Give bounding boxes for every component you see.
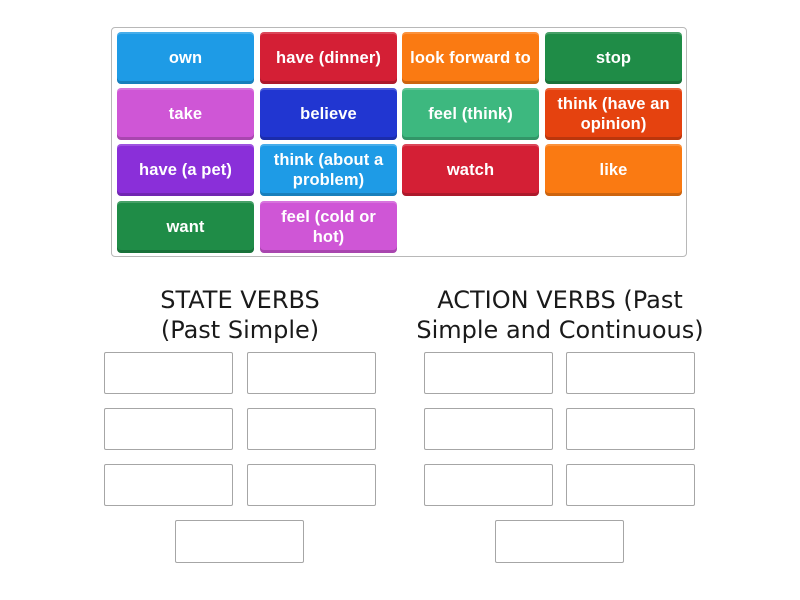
- group-title-line2: (Past Simple): [160, 316, 320, 344]
- tile-think-about-a-problem[interactable]: think (about a problem): [260, 144, 397, 196]
- group-title-action-verbs: ACTION VERBS (Past Simple and Continuous…: [405, 285, 715, 345]
- drop-slot-state-7[interactable]: [175, 520, 304, 563]
- tile-have-a-pet[interactable]: have (a pet): [117, 144, 254, 196]
- tile-believe[interactable]: believe: [260, 88, 397, 140]
- drop-slot-action-4[interactable]: [566, 408, 695, 450]
- drop-slot-action-7[interactable]: [495, 520, 624, 563]
- drop-slot-state-5[interactable]: [104, 464, 233, 506]
- drop-slot-state-4[interactable]: [247, 408, 376, 450]
- drop-slot-action-2[interactable]: [566, 352, 695, 394]
- tile-feel-think[interactable]: feel (think): [402, 88, 539, 140]
- drop-slot-action-6[interactable]: [566, 464, 695, 506]
- group-title-line1: STATE VERBS: [160, 286, 320, 314]
- drop-slot-state-3[interactable]: [104, 408, 233, 450]
- drop-slot-action-3[interactable]: [424, 408, 553, 450]
- group-title-line2: Simple and Continuous): [416, 316, 704, 344]
- tile-think-have-an-opinion[interactable]: think (have an opinion): [545, 88, 682, 140]
- tile-want[interactable]: want: [117, 201, 254, 253]
- word-bank: own have (dinner) look forward to stop t…: [111, 27, 687, 257]
- tile-stop[interactable]: stop: [545, 32, 682, 84]
- group-title-state-verbs: STATE VERBS (Past Simple): [90, 285, 390, 345]
- tile-own[interactable]: own: [117, 32, 254, 84]
- drop-slot-action-5[interactable]: [424, 464, 553, 506]
- drop-slot-state-2[interactable]: [247, 352, 376, 394]
- drop-slot-action-1[interactable]: [424, 352, 553, 394]
- tile-watch[interactable]: watch: [402, 144, 539, 196]
- tile-like[interactable]: like: [545, 144, 682, 196]
- tile-look-forward-to[interactable]: look forward to: [402, 32, 539, 84]
- drop-slot-state-6[interactable]: [247, 464, 376, 506]
- tile-have-dinner[interactable]: have (dinner): [260, 32, 397, 84]
- tile-feel-cold-or-hot[interactable]: feel (cold or hot): [260, 201, 397, 253]
- tile-take[interactable]: take: [117, 88, 254, 140]
- group-title-line1: ACTION VERBS (Past: [437, 286, 683, 314]
- drop-slot-state-1[interactable]: [104, 352, 233, 394]
